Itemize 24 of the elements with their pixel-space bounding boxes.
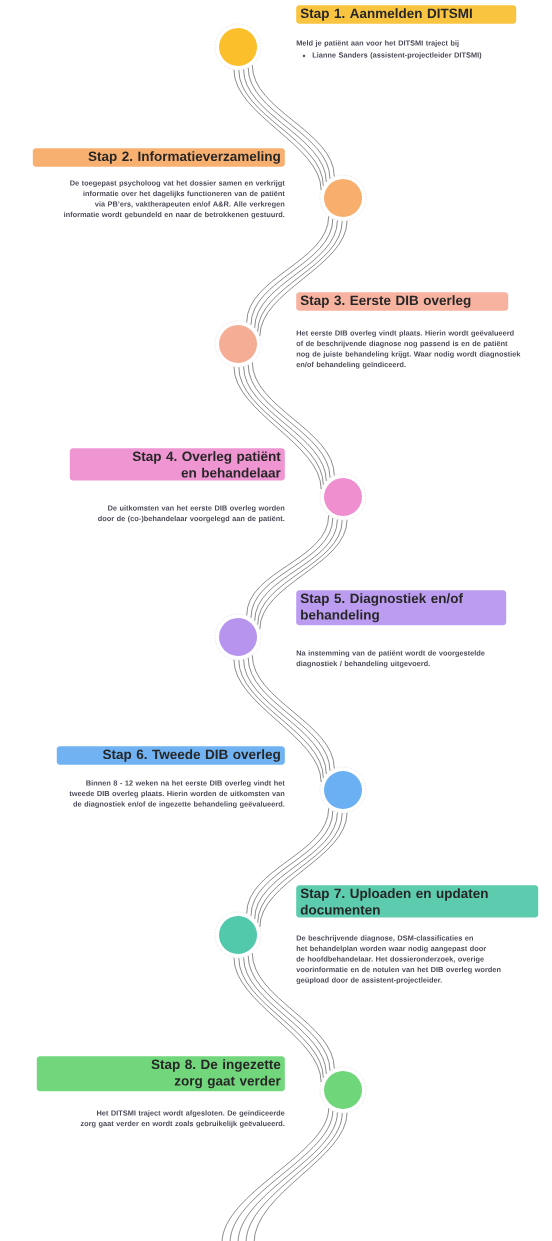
step-heading: Stap 6. Tweede DIB overleg — [56, 746, 285, 765]
strand-bundle — [246, 215, 348, 337]
step-heading: Stap 1. Aanmelden DITSMI — [296, 5, 517, 24]
strand-bundle — [233, 361, 335, 490]
step-circle — [319, 473, 367, 521]
step-heading: Stap 2. Informatieverzameling — [32, 148, 285, 167]
step-heading: Stap 4. Overleg patiënt en behandelaar — [69, 448, 285, 481]
strand-bundle — [246, 807, 348, 928]
strand-bundle — [233, 952, 335, 1083]
step-circle — [214, 320, 262, 368]
step-heading: Stap 8. De ingezette zorg gaat verder — [36, 1056, 285, 1092]
strand-bundle — [233, 654, 335, 783]
step-circle — [214, 23, 262, 71]
step-circle — [319, 1066, 367, 1114]
strand-bundle — [233, 64, 335, 191]
step-circle — [214, 911, 262, 959]
strand-bundle — [221, 1107, 348, 1241]
strand-bundle — [246, 514, 348, 630]
step-circle — [214, 613, 262, 661]
step-heading: Stap 7. Uploaden en updaten documenten — [296, 885, 539, 918]
step-heading: Stap 5. Diagnostiek en/of behandeling — [296, 590, 507, 626]
step-heading: Stap 3. Eerste DIB overleg — [296, 292, 509, 311]
step-circle — [319, 766, 367, 814]
step-circle — [319, 174, 367, 222]
